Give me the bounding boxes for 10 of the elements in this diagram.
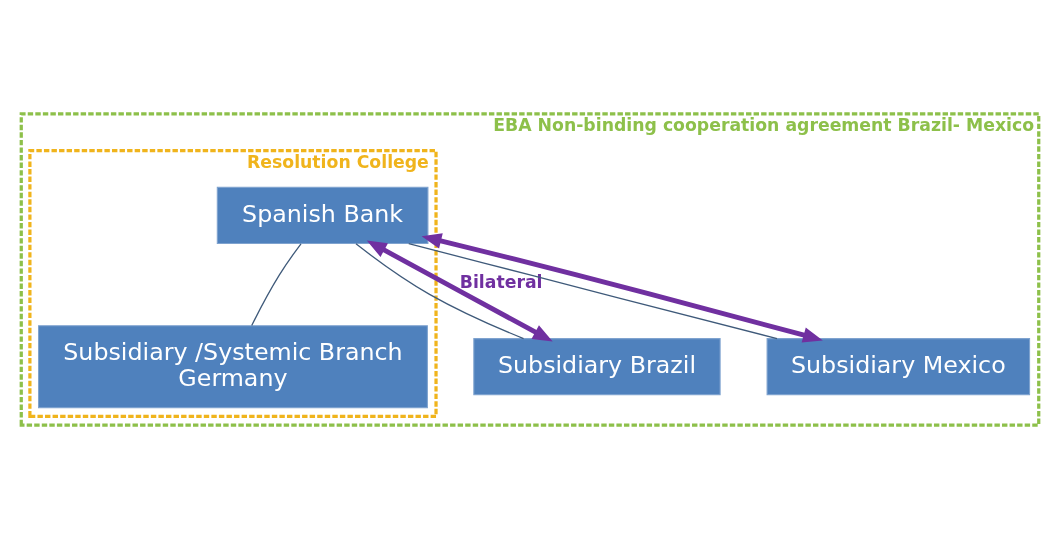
arrow bbox=[366, 240, 553, 342]
node-box: Subsidiary Brazil bbox=[473, 337, 721, 395]
connector bbox=[251, 242, 302, 326]
connector bbox=[355, 242, 525, 339]
edge-label: Bilateral bbox=[459, 271, 543, 292]
connector bbox=[408, 242, 778, 339]
node-box: Spanish Bank bbox=[216, 186, 429, 244]
node-box: Subsidiary /Systemic Branch Germany bbox=[38, 324, 428, 408]
arrow bbox=[421, 232, 823, 343]
node-box: Subsidiary Mexico bbox=[766, 337, 1031, 395]
